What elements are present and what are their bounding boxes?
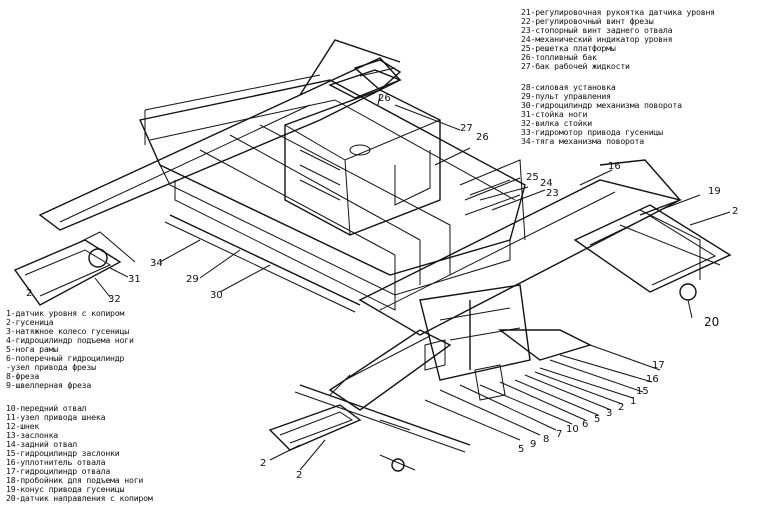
callout-10: 10: [566, 424, 579, 435]
callout-19: 19: [708, 186, 721, 197]
main-platform: [139, 79, 526, 311]
legend-left-b: 10-передний отвал 11-узел привода шнека …: [6, 404, 153, 503]
legend-item: 16-уплотнитель отвала: [6, 457, 106, 467]
callout-34: 34: [150, 258, 163, 269]
legend-top-b: 28-силовая установка 29-пульт управления…: [521, 83, 682, 146]
legend-item: 23-стопорный винт заднего отвала: [521, 25, 673, 35]
callout-9: 9: [530, 439, 536, 450]
callout-31: 31: [128, 274, 141, 285]
callout-5-lower: 5: [518, 444, 524, 455]
callout-6: 6: [582, 419, 588, 430]
legend-item: 6-поперечный гидроцилиндр: [6, 353, 125, 363]
legend-item: 15-гидроцилиндр заслонки: [6, 448, 120, 458]
callout-17: 17: [652, 360, 665, 371]
fuel-tank: [328, 69, 402, 99]
legend-item: 14-задний отвал: [6, 439, 77, 449]
legend-item: 22-регулировочный винт фрезы: [521, 16, 654, 26]
legend-item: 24-механический индикатор уровня: [521, 34, 673, 44]
front-blade-rod: [294, 374, 471, 472]
legend-item: 34-тяга механизма поворота: [521, 136, 644, 146]
callout-2-right: 2: [732, 206, 738, 217]
callout-29: 29: [186, 274, 199, 285]
callout-2-left: 2: [26, 288, 32, 299]
legend-item: 19-конус привода гусеницы: [6, 484, 125, 494]
lower-front-track: [268, 404, 362, 451]
legend-item: 12-шнек: [6, 421, 40, 431]
platform-railing: [144, 74, 526, 241]
power-unit: [284, 89, 441, 236]
callout-32: 32: [108, 294, 121, 305]
legend-item: 32-вилка стойки: [521, 118, 592, 128]
legend-item: -узел привода фрезы: [6, 362, 96, 372]
callout-23: 23: [546, 188, 559, 199]
callout-25: 25: [526, 172, 539, 183]
legend-item: 30-гидроцилиндр механизма поворота: [521, 100, 682, 110]
legend-item: 31-стойка ноги: [521, 109, 588, 119]
lower-boom: [328, 329, 452, 411]
legend-top-a: 21-регулировочная рукоятка датчика уровн…: [521, 8, 715, 71]
callout-27: 27: [460, 123, 473, 134]
callout-8: 8: [543, 434, 549, 445]
callout-7: 7: [556, 429, 562, 440]
legend-item: 4-гидроцилиндр подъема ноги: [6, 335, 134, 345]
legend-item: 33-гидромотор привода гусеницы: [521, 127, 663, 137]
legend-item: 28-силовая установка: [521, 82, 616, 92]
callout-2-lower-b: 2: [296, 470, 302, 481]
legend-item: 21-регулировочная рукоятка датчика уровн…: [521, 7, 715, 17]
front-boom: [358, 159, 682, 336]
callout-2: 2: [618, 402, 624, 413]
legend-item: 27-бак рабочей жидкости: [521, 61, 630, 71]
legend-item: 17-гидроцилиндр отвала: [6, 466, 111, 476]
legend-item: 26-топливный бак: [521, 52, 597, 62]
callout-1: 1: [630, 396, 636, 407]
legend-item: 13-заслонка: [6, 430, 59, 440]
legend-item: 11-узел привода шнека: [6, 412, 106, 422]
legend-item: 1-датчик уровня с копиром: [6, 308, 125, 318]
rear-boom: [38, 39, 402, 231]
callout-26b: 26: [476, 132, 489, 143]
legend-left-a: 1-датчик уровня с копиром 2-гусеница 3-н…: [6, 309, 134, 390]
callout-20: 20: [704, 315, 719, 329]
callout-5: 5: [594, 414, 600, 425]
legend-item: 2-гусеница: [6, 317, 54, 327]
tie-rod: [164, 214, 361, 313]
callout-16: 16: [646, 374, 659, 385]
callout-24: 24: [540, 178, 553, 189]
callout-3: 3: [606, 408, 612, 419]
legend-item: 20-датчик направления с копиром: [6, 493, 153, 503]
legend-item: 25-решетка платформы: [521, 43, 616, 53]
legend-item: 8-фреза: [6, 371, 40, 381]
rear-right-track: [353, 59, 402, 91]
right-track: [573, 204, 732, 301]
legend-item: 18-пробойник для подъема ноги: [6, 475, 144, 485]
callout-2-lower-a: 2: [260, 458, 266, 469]
callout-15: 15: [636, 386, 649, 397]
callout-26a: 26: [378, 93, 391, 104]
callout-30: 30: [210, 290, 223, 301]
legend-item: 29-пульт управления: [521, 91, 611, 101]
legend-item: 5-нога рамы: [6, 344, 59, 354]
legend-item: 3-натяжное колесо гусеницы: [6, 326, 129, 336]
legend-item: 9-швеллерная фреза: [6, 380, 92, 390]
legend-item: 10-передний отвал: [6, 403, 87, 413]
callout-16-top: 16: [608, 161, 621, 172]
leader-lines: [94, 94, 731, 471]
left-track: [13, 231, 136, 306]
